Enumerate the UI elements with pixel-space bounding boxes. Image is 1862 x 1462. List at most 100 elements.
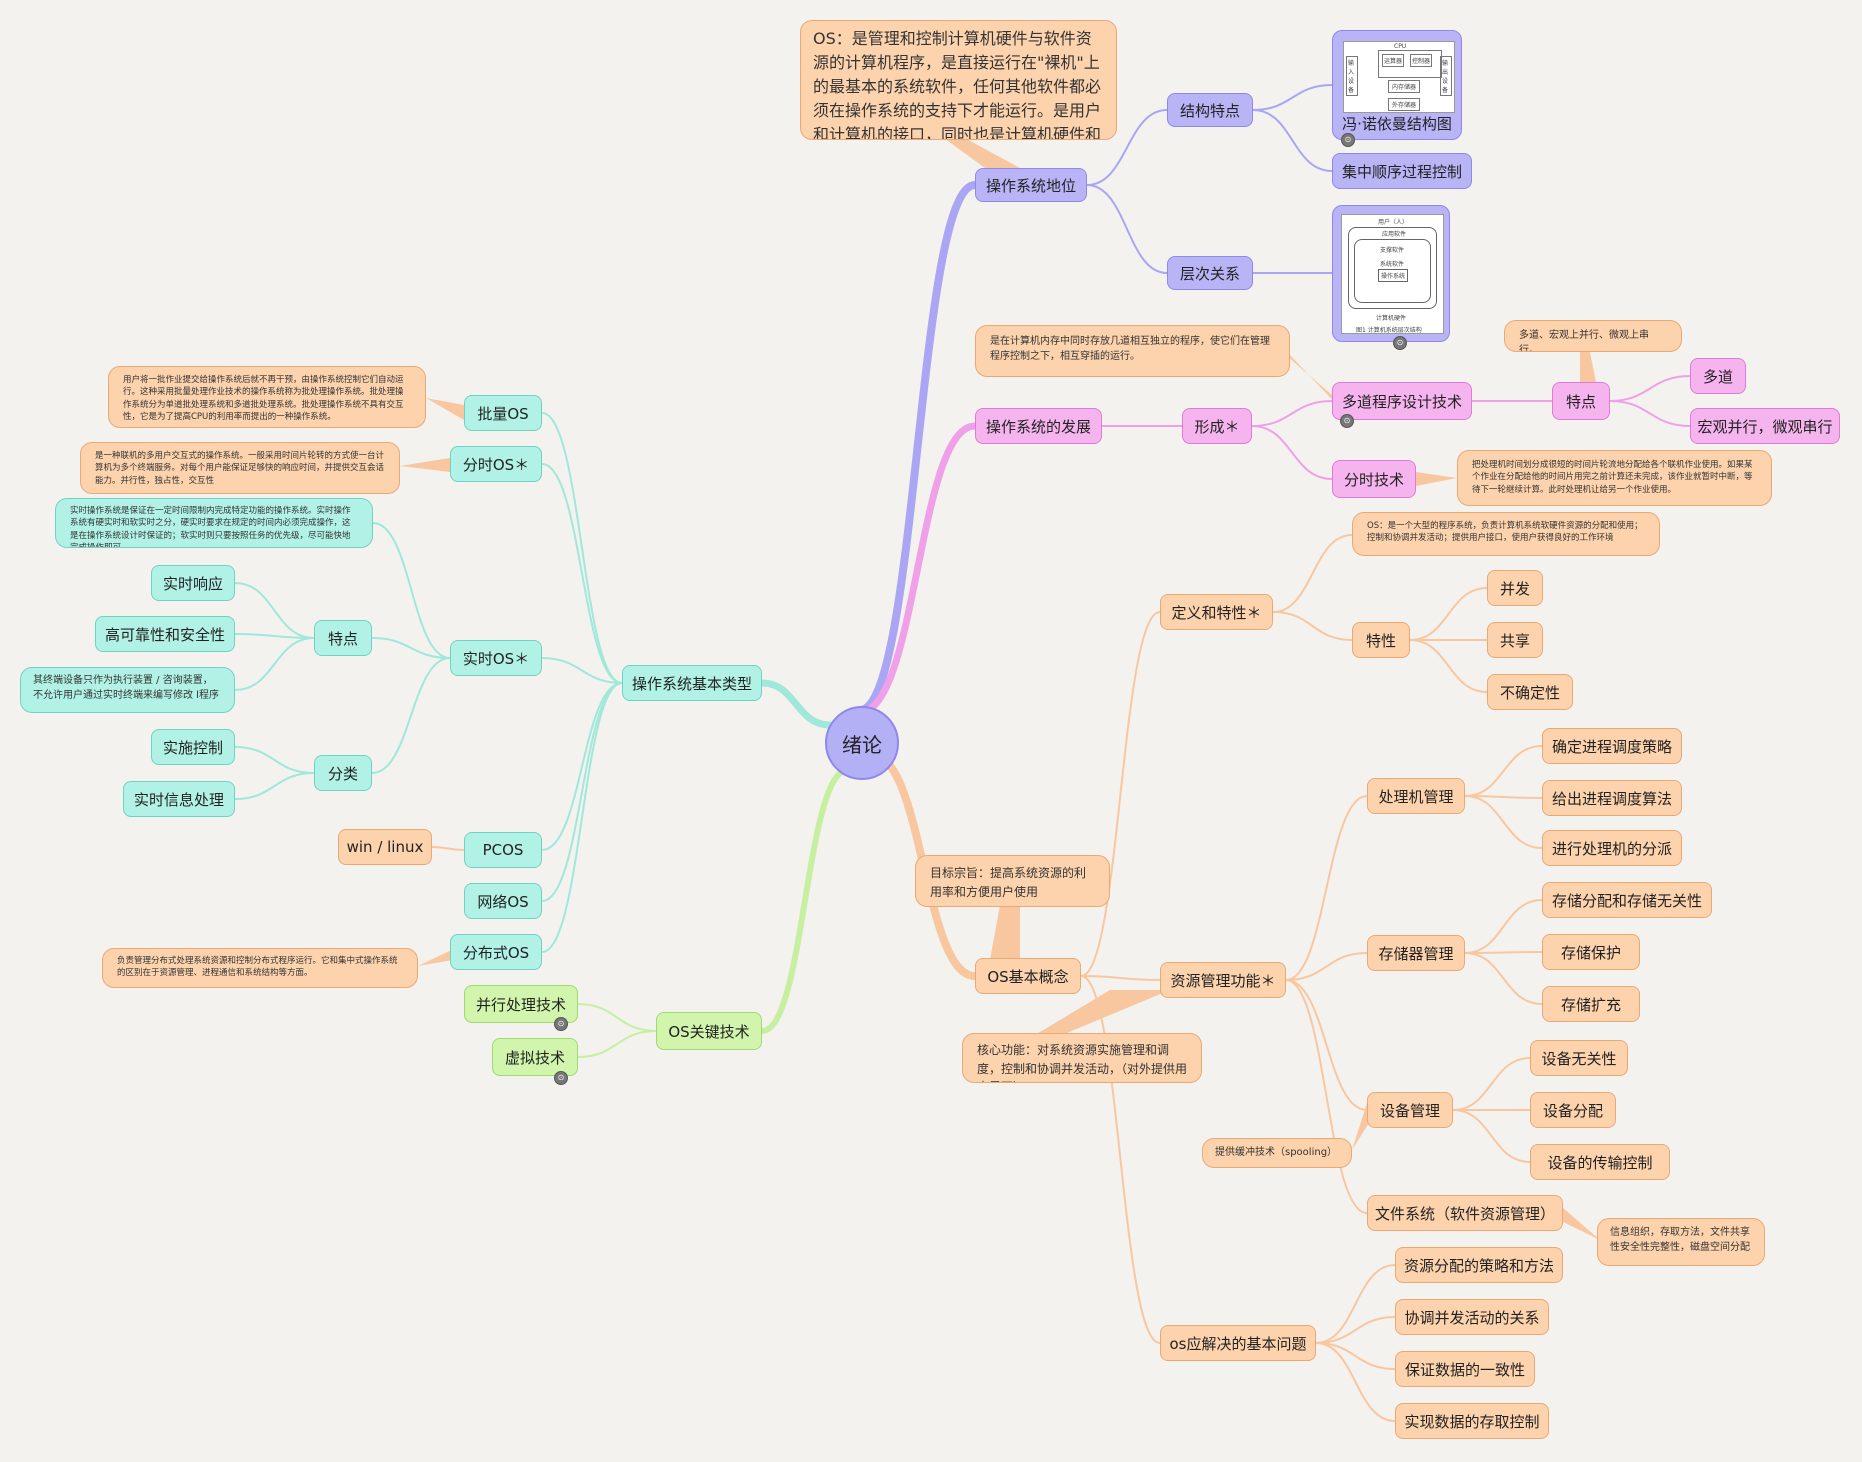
memory-item-allocation[interactable]: 存储分配和存储无关性: [1542, 882, 1712, 918]
topic-os-development[interactable]: 操作系统的发展: [975, 408, 1102, 444]
realtime-note: 实时操作系统是保证在一定时间限制内完成特定功能的操作系统。实时操作系统有硬实时和…: [55, 498, 373, 548]
topic-file-system[interactable]: 文件系统（软件资源管理）: [1367, 1195, 1563, 1231]
von-neumann-diagram: CPU 运算器 控制器 内存储器 外存储器 输入设备 输出设备: [1343, 41, 1455, 113]
cpu-item-dispatch[interactable]: 进行处理机的分派: [1542, 830, 1682, 866]
type-batch[interactable]: 批量OS: [464, 395, 542, 431]
type-pcos[interactable]: PCOS: [464, 832, 542, 868]
connector: [1251, 400, 1333, 427]
type-timeshare[interactable]: 分时OS＊: [450, 446, 542, 482]
feature-multi[interactable]: 多道: [1690, 358, 1746, 394]
device-item-transfer[interactable]: 设备的传输控制: [1530, 1144, 1670, 1180]
type-realtime[interactable]: 实时OS＊: [450, 640, 542, 676]
tech-virtual[interactable]: 虚拟技术: [492, 1038, 578, 1076]
timesharing-note: 把处理机时间划分成很短的时间片轮流地分配给各个联机作业使用。如果某个作业在分配给…: [1457, 450, 1772, 506]
connector: [1252, 84, 1333, 111]
topic-processor-mgmt[interactable]: 处理机管理: [1367, 778, 1465, 814]
topic-multiprog-features[interactable]: 特点: [1552, 382, 1610, 420]
topic-multiprogramming[interactable]: 多道程序设计技术: [1332, 382, 1472, 420]
topic-key-tech[interactable]: OS关键技术: [656, 1012, 762, 1050]
note-pointer: [1580, 352, 1596, 382]
realtime-features[interactable]: 特点: [314, 620, 372, 656]
connector: [1251, 425, 1333, 480]
attachment-icon[interactable]: ⊙: [1393, 336, 1407, 350]
attachment-icon[interactable]: ⊙: [554, 1071, 568, 1085]
central-topic[interactable]: 绪论: [825, 706, 899, 780]
device-item-independence[interactable]: 设备无关性: [1530, 1040, 1628, 1076]
topic-os-types[interactable]: 操作系统基本类型: [622, 665, 762, 701]
connector: [1285, 979, 1368, 1111]
diagram-ring-support: [1354, 239, 1431, 303]
feature-parallel-serial[interactable]: 宏观并行，微观串行: [1690, 408, 1840, 444]
realtime-feature-reliability[interactable]: 高可靠性和安全性: [95, 616, 235, 652]
realtime-classes[interactable]: 分类: [314, 755, 372, 791]
attachment-icon[interactable]: ⊙: [554, 1017, 568, 1031]
attachment-icon[interactable]: ⊙: [1341, 133, 1355, 147]
connector: [1315, 1342, 1396, 1422]
connector: [541, 412, 623, 684]
connector: [1464, 795, 1543, 849]
connector: [1315, 1342, 1396, 1370]
topic-formation[interactable]: 形成＊: [1182, 408, 1252, 444]
connector: [1285, 795, 1368, 981]
connector: [1272, 611, 1353, 641]
multiprog-feature-note: 多道、宏观上并行、微观上串行。: [1504, 320, 1682, 352]
memory-item-protection[interactable]: 存储保护: [1542, 934, 1640, 970]
diagram-support: 支撑软件: [1380, 247, 1405, 254]
cpu-item-algorithm[interactable]: 给出进程调度算法: [1542, 780, 1682, 816]
topic-basic-problems[interactable]: os应解决的基本问题: [1160, 1325, 1316, 1361]
hierarchy-image[interactable]: 用户（人） 应用软件 支撑软件 系统软件 操作系统 计算机硬件 图1 计算机系统…: [1332, 205, 1450, 350]
pcos-examples[interactable]: win / linux: [338, 829, 432, 865]
diagram-os: 操作系统: [1378, 269, 1409, 282]
connector: [1464, 899, 1543, 954]
connector: [1080, 611, 1161, 977]
problem-consistency[interactable]: 保证数据的一致性: [1395, 1351, 1535, 1387]
topic-characteristics[interactable]: 特性: [1352, 622, 1410, 658]
diagram-alu: 运算器: [1382, 54, 1405, 67]
problem-access-control[interactable]: 实现数据的存取控制: [1395, 1403, 1549, 1439]
diagram-app: 应用软件: [1382, 231, 1407, 238]
topic-device-mgmt[interactable]: 设备管理: [1367, 1092, 1453, 1128]
diagram-memory: 内存储器: [1388, 80, 1421, 93]
connector: [1086, 184, 1168, 274]
realtime-class-control[interactable]: 实施控制: [151, 729, 235, 765]
topic-memory-mgmt[interactable]: 存储器管理: [1367, 935, 1465, 971]
connector: [1086, 109, 1168, 186]
trait-uncertainty[interactable]: 不确定性: [1487, 674, 1573, 710]
realtime-feature-response[interactable]: 实时响应: [151, 565, 235, 601]
trait-sharing[interactable]: 共享: [1487, 622, 1543, 658]
tech-parallel[interactable]: 并行处理技术: [464, 985, 578, 1023]
attachment-icon[interactable]: ⊙: [1340, 414, 1354, 428]
topic-hierarchy[interactable]: 层次关系: [1167, 256, 1253, 290]
timeshare-note: 是一种联机的多用户交互式的操作系统。一般采用时间片轮转的方式使一台计算机为多个终…: [80, 442, 400, 494]
note-pointer: [1563, 1208, 1600, 1240]
topic-structure[interactable]: 结构特点: [1167, 93, 1253, 127]
topic-timesharing-tech[interactable]: 分时技术: [1332, 460, 1416, 498]
device-item-allocation[interactable]: 设备分配: [1530, 1092, 1616, 1128]
memory-item-expansion[interactable]: 存储扩充: [1542, 986, 1640, 1022]
type-distributed[interactable]: 分布式OS: [450, 934, 542, 970]
topic-os-position[interactable]: 操作系统地位: [975, 168, 1087, 202]
definition-note: OS：是一个大型的程序系统，负责计算机系统软硬件资源的分配和使用；控制和协调并发…: [1352, 512, 1660, 556]
topic-resource-management[interactable]: 资源管理功能＊: [1160, 962, 1286, 998]
topic-definition[interactable]: 定义和特性＊: [1160, 594, 1273, 630]
connector: [541, 682, 623, 851]
diagram-system: 系统软件: [1380, 261, 1405, 268]
problem-allocation[interactable]: 资源分配的策略和方法: [1395, 1247, 1563, 1283]
connector: [1452, 1057, 1531, 1111]
diagram-input: 输入设备: [1346, 56, 1358, 96]
problem-coordination[interactable]: 协调并发活动的关系: [1395, 1299, 1549, 1335]
diagram-control: 控制器: [1410, 54, 1433, 67]
type-network[interactable]: 网络OS: [464, 883, 542, 919]
topic-os-concept[interactable]: OS基本概念: [975, 958, 1081, 994]
realtime-terminal-note: 其终端设备只作为执行装置 / 咨询装置，不允许用户通过实时终端来编写修改 l程序: [20, 667, 235, 713]
topic-sequential-control[interactable]: 集中顺序过程控制: [1332, 153, 1472, 189]
von-neumann-caption: 冯·诺依曼结构图: [1342, 115, 1452, 133]
realtime-class-info[interactable]: 实时信息处理: [123, 781, 235, 817]
diagram-hw: 计算机硬件: [1376, 315, 1407, 322]
diagram-cpu-label: CPU: [1394, 43, 1407, 50]
connector: [372, 522, 451, 659]
connector: [371, 657, 451, 774]
von-neumann-image[interactable]: CPU 运算器 控制器 内存储器 外存储器 输入设备 输出设备 冯·诺依曼结构图…: [1332, 30, 1462, 147]
cpu-item-policy[interactable]: 确定进程调度策略: [1542, 728, 1682, 764]
trait-concurrency[interactable]: 并发: [1487, 570, 1543, 606]
